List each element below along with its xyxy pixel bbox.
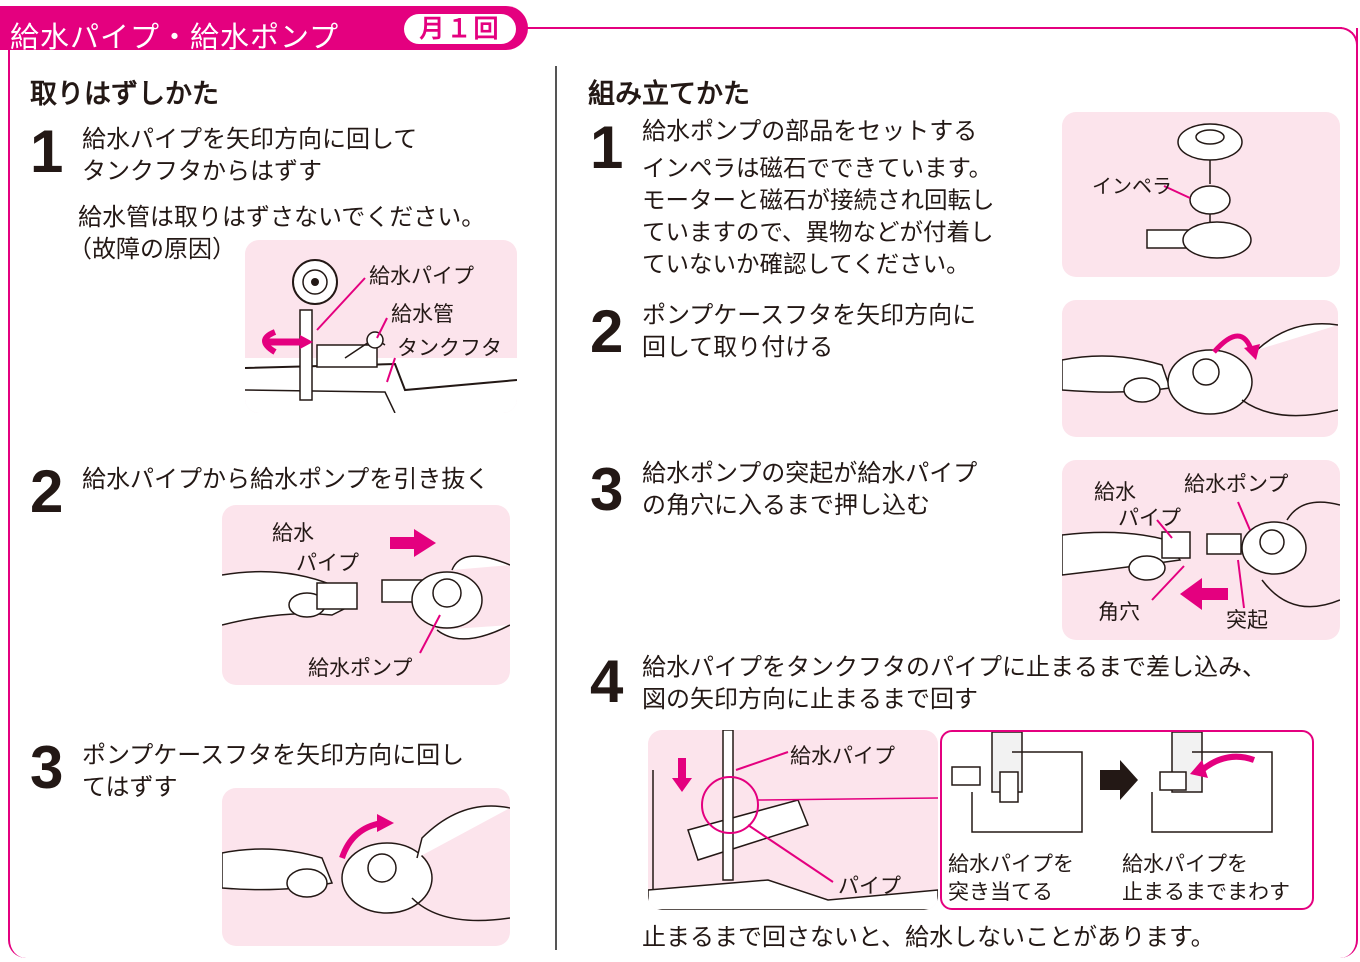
remove-step1-illustration: 給水パイプ 給水管 タンクフタ [245,240,517,413]
remove-step2-number: 2 [30,458,64,525]
assemble-step1-note2: モーターと磁石が接続され回転し [642,186,995,214]
assemble-step3-number: 3 [590,456,624,523]
assemble-step4-line1: 給水パイプをタンクフタのパイプに止まるまで差し込み、 [642,653,1266,681]
assemble-step4-number: 4 [590,648,624,715]
assemble-step2-number: 2 [590,298,624,365]
assemble-step3-line2: の角穴に入るまで押し込む [642,491,930,519]
remove-step2-line1: 給水パイプから給水ポンプを引き抜く [82,465,490,493]
remove-step3-line1: ポンプケースフタを矢印方向に回し [82,741,465,769]
label-lid-pipe: パイプ [838,874,901,898]
label-impeller: インペラ [1092,174,1172,198]
label-water-pump: 給水ポンプ [1184,472,1289,496]
label-water-pump: 給水ポンプ [308,656,413,680]
assemble-step2-illustration [1062,300,1338,437]
assemble-step3-line1: 給水ポンプの突起が給水パイプ [642,459,978,487]
label-water-tube: 給水管 [391,302,454,326]
assemble-step3-illustration: 給水 パイプ 給水ポンプ 角穴 突起 [1062,460,1340,640]
remove-step1-line1: 給水パイプを矢印方向に回して [82,125,418,153]
frequency-badge: 月１回 [404,14,516,44]
label-turn-line2: 止まるまでまわす [1122,880,1290,904]
label-boss: 突起 [1226,608,1268,632]
label-pipe-line1: 給水 [272,521,314,545]
page-frame [8,28,1358,958]
remove-step1-note2: （故障の原因） [68,235,236,263]
remove-step3-number: 3 [30,734,64,801]
label-water-pipe: 給水パイプ [369,264,474,288]
assemble-step2-line2: 回して取り付ける [642,333,834,361]
remove-step3-illustration [222,788,510,946]
remove-step3-line2: てはずす [82,773,178,801]
label-butt-line2: 突き当てる [948,880,1053,904]
assemble-step4-line2: 図の矢印方向に止まるまで回す [642,685,978,713]
remove-step1-number: 1 [30,118,64,185]
assemble-step2-line1: ポンプケースフタを矢印方向に [642,301,977,329]
label-turn-line1: 給水パイプを [1122,852,1248,876]
remove-step2-illustration: 給水 パイプ 給水ポンプ [222,505,510,685]
assemble-step4-illustration-main: 給水パイプ パイプ [648,730,938,910]
remove-heading: 取りはずしかた [30,79,219,110]
assemble-step1-note4: ていないか確認してください。 [642,250,970,278]
assemble-step1-note3: ていますので、異物などが付着し [642,218,994,246]
frame-top-line [520,27,1342,29]
label-square-hole: 角穴 [1098,600,1140,624]
frame-top-corner [1330,27,1358,55]
label-water-pipe: 給水パイプ [790,744,895,768]
section-header: 給水パイプ・給水ポンプ 月１回 [0,6,528,54]
label-pipe-line2: パイプ [296,551,359,575]
remove-step1-note1: 給水管は取りはずさないでください。 [78,203,486,231]
header-title: 給水パイプ・給水ポンプ [10,20,340,54]
assemble-step1-note1: インペラは磁石でできています。 [642,154,993,182]
assemble-step4-detail-box: 給水パイプを 突き当てる 給水パイプを 止まるまでまわす [940,730,1314,910]
assemble-step1-illustration: インペラ [1062,112,1340,277]
label-pipe-line2: パイプ [1118,506,1181,530]
assemble-step1-line1: 給水ポンプの部品をセットする [642,117,978,145]
remove-step1-line2: タンクフタからはずす [82,157,322,185]
label-tank-lid: タンクフタ [397,336,502,360]
assemble-step1-number: 1 [590,114,624,181]
label-butt-line1: 給水パイプを [948,852,1074,876]
assemble-heading: 組み立てかた [588,79,750,110]
column-divider [555,66,557,950]
assemble-step4-warning: 止まるまで回さないと、給水しないことがあります。 [642,923,1215,951]
label-pipe-line1: 給水 [1094,480,1136,504]
